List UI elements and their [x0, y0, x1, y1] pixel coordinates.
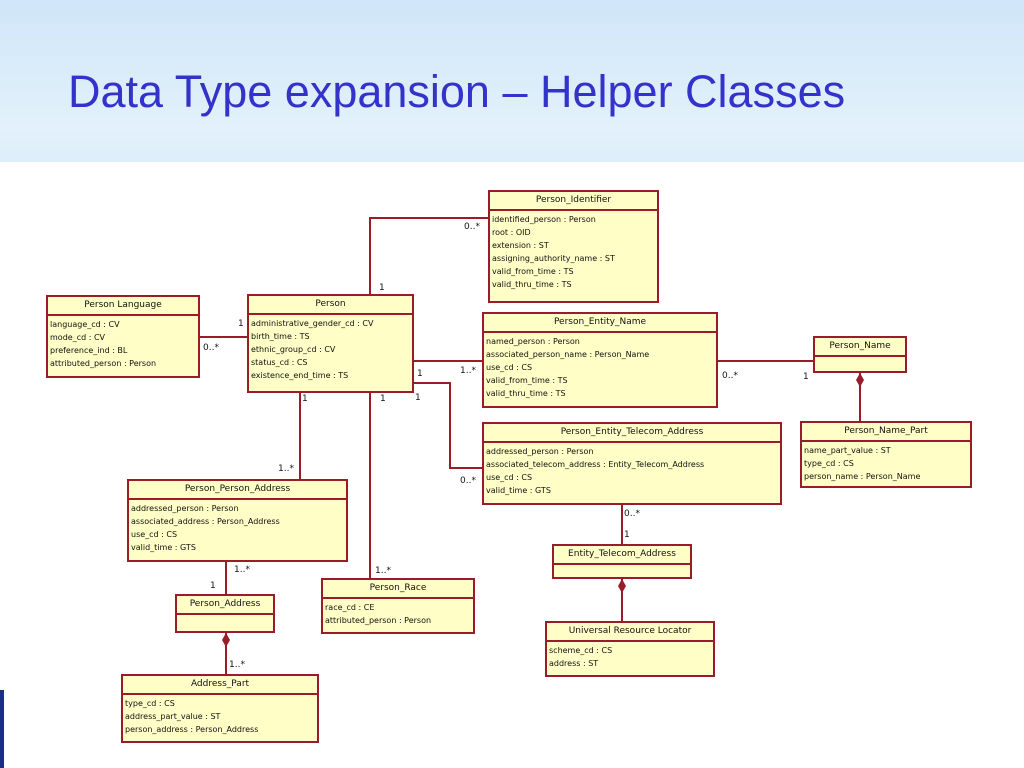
class-attribute: race_cd : CE [325, 603, 375, 612]
class-name: Person_Name_Part [802, 423, 970, 442]
class-person-entity-name: Person_Entity_Name named_person : Person… [482, 312, 718, 408]
composition-diamond [856, 373, 864, 387]
class-attribute: valid_from_time : TS [492, 267, 574, 276]
slide-edge-bar [0, 690, 4, 768]
class-attribute: identified_person : Person [492, 215, 596, 224]
multiplicity-label: 0..* [722, 371, 738, 381]
class-attribute: scheme_cd : CS [549, 646, 613, 655]
class-person-identifier: Person_Identifier identified_person : Pe… [488, 190, 659, 303]
multiplicity-label: 0..* [464, 222, 480, 232]
class-attribute: addressed_person : Person [131, 504, 239, 513]
class-attribute: root : OID [492, 228, 531, 237]
class-name: Address_Part [123, 676, 317, 695]
multiplicity-label: 1 [210, 581, 216, 591]
multiplicity-label: 1 [417, 369, 423, 379]
multiplicity-label: 0..* [460, 476, 476, 486]
multiplicity-label: 1..* [375, 566, 391, 576]
multiplicity-label: 1..* [229, 660, 245, 670]
class-name: Person [249, 296, 412, 315]
class-person-race: Person_Race race_cd : CE attributed_pers… [321, 578, 475, 634]
class-attribute: existence_end_time : TS [251, 371, 349, 380]
class-attribute: birth_time : TS [251, 332, 310, 341]
class-attribute: valid_thru_time : TS [492, 280, 572, 289]
class-attribute: attributed_person : Person [325, 616, 432, 625]
multiplicity-label: 0..* [203, 343, 219, 353]
class-universal-resource-locator: Universal Resource Locator scheme_cd : C… [545, 621, 715, 677]
class-name: Person Language [48, 297, 198, 316]
composition-diamond [222, 633, 230, 647]
class-name: Person_Race [323, 580, 473, 599]
class-attribute: use_cd : CS [486, 363, 533, 372]
multiplicity-label: 1 [380, 394, 386, 404]
class-person-name: Person_Name [813, 336, 907, 373]
class-attribute: preference_ind : BL [50, 346, 128, 355]
class-name: Person_Person_Address [129, 481, 346, 500]
multiplicity-label: 1 [803, 372, 809, 382]
class-attribute: mode_cd : CV [50, 333, 106, 342]
class-person-address: Person_Address [175, 594, 275, 633]
class-attribute: address : ST [549, 659, 599, 668]
class-person-entity-telecom-address: Person_Entity_Telecom_Address addressed_… [482, 422, 782, 505]
class-attribute: type_cd : CS [125, 699, 175, 708]
multiplicity-label: 1..* [460, 366, 476, 376]
class-name: Person_Entity_Name [484, 314, 716, 333]
class-attribute: attributed_person : Person [50, 359, 157, 368]
multiplicity-label: 1 [302, 394, 308, 404]
class-attribute: assigning_authority_name : ST [492, 254, 615, 263]
slide-title: Data Type expansion – Helper Classes [68, 66, 846, 117]
class-attribute: person_name : Person_Name [804, 472, 921, 481]
slide-header [0, 0, 1024, 162]
class-attribute: addressed_person : Person [486, 447, 594, 456]
class-name: Person_Identifier [490, 192, 657, 211]
class-name: Entity_Telecom_Address [554, 546, 690, 565]
class-attribute: associated_telecom_address : Entity_Tele… [486, 460, 705, 469]
class-name: Universal Resource Locator [547, 623, 713, 642]
class-attribute: language_cd : CV [50, 320, 120, 329]
class-attribute: type_cd : CS [804, 459, 854, 468]
class-address-part: Address_Part type_cd : CS address_part_v… [121, 674, 319, 743]
class-attribute: administrative_gender_cd : CV [251, 319, 374, 328]
class-person-language: Person Language language_cd : CV mode_cd… [46, 295, 200, 378]
class-attribute: ethnic_group_cd : CV [251, 345, 336, 354]
class-person-person-address: Person_Person_Address addressed_person :… [127, 479, 348, 562]
multiplicity-label: 1 [624, 530, 630, 540]
class-attribute: name_part_value : ST [804, 446, 891, 455]
multiplicity-label: 1 [379, 283, 385, 293]
class-attribute: extension : ST [492, 241, 549, 250]
multiplicity-label: 1 [238, 319, 244, 329]
class-attribute: named_person : Person [486, 337, 580, 346]
class-attribute: use_cd : CS [131, 530, 178, 539]
class-attribute: address_part_value : ST [125, 712, 221, 721]
multiplicity-label: 1..* [278, 464, 294, 474]
class-name: Person_Entity_Telecom_Address [484, 424, 780, 443]
class-attribute: valid_time : GTS [131, 543, 196, 552]
class-attribute: valid_thru_time : TS [486, 389, 566, 398]
class-attribute: person_address : Person_Address [125, 725, 259, 734]
multiplicity-label: 1..* [234, 565, 250, 575]
class-attribute: associated_person_name : Person_Name [486, 350, 650, 359]
multiplicity-label: 1 [415, 393, 421, 403]
class-attribute: status_cd : CS [251, 358, 308, 367]
class-attribute: valid_time : GTS [486, 486, 551, 495]
multiplicity-label: 0..* [624, 509, 640, 519]
class-person: Person administrative_gender_cd : CV bir… [247, 294, 414, 393]
class-attribute: associated_address : Person_Address [131, 517, 280, 526]
class-name: Person_Address [177, 596, 273, 615]
class-name: Person_Name [815, 338, 905, 357]
class-entity-telecom-address: Entity_Telecom_Address [552, 544, 692, 579]
class-attribute: valid_from_time : TS [486, 376, 568, 385]
composition-diamond [618, 579, 626, 593]
class-attribute: use_cd : CS [486, 473, 533, 482]
class-person-name-part: Person_Name_Part name_part_value : ST ty… [800, 421, 972, 488]
